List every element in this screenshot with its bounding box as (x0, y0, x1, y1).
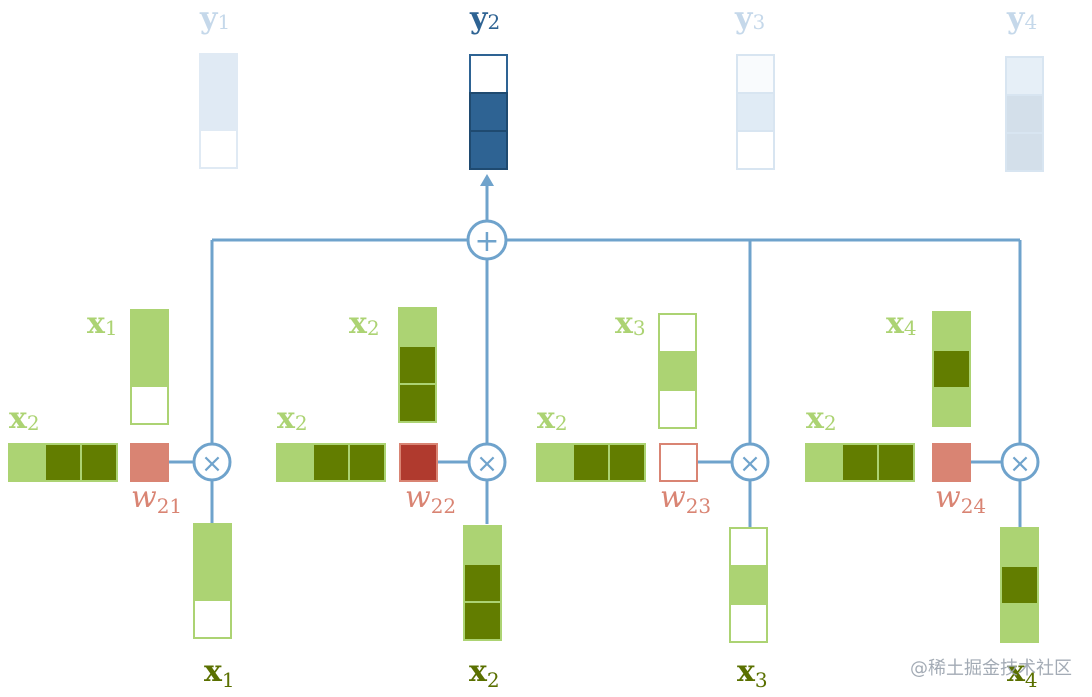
key-label-x2: x2 (349, 306, 380, 341)
input-vector-1 (193, 523, 232, 639)
key-vector-4 (932, 311, 971, 427)
key-vector-2 (398, 307, 437, 423)
weight-box-22 (399, 443, 438, 482)
query-vector-1 (8, 443, 118, 482)
output-label-y1: y1 (199, 1, 230, 36)
weight-box-24 (932, 443, 971, 482)
output-vector-y1 (199, 53, 238, 169)
weight-box-21 (130, 443, 169, 482)
key-label-x1: x1 (87, 306, 118, 341)
times-icon: × (739, 449, 761, 479)
output-vector-y3 (736, 54, 775, 170)
input-label-x3: x3 (737, 654, 768, 692)
output-label-y4: y4 (1006, 1, 1037, 36)
weight-label-21: w21 (131, 480, 182, 518)
sum-node: + (466, 219, 508, 261)
times-icon: × (476, 449, 498, 479)
connector-lines (168, 184, 1022, 528)
multiply-node-3: × (730, 442, 770, 482)
watermark: @稀土掘金技术社区 (910, 658, 1072, 679)
query-label-1: x2 (9, 401, 40, 436)
up-arrow-head-icon (480, 174, 494, 186)
key-label-x3: x3 (615, 306, 646, 341)
output-vector-y2 (469, 54, 508, 170)
times-icon: × (201, 449, 223, 479)
key-vector-1 (130, 309, 169, 425)
multiply-node-4: × (1000, 442, 1040, 482)
input-vector-4 (1000, 527, 1039, 643)
input-label-x1: x1 (204, 654, 235, 692)
multiply-node-1: × (192, 442, 232, 482)
times-icon: × (1009, 449, 1031, 479)
weight-box-23 (659, 443, 698, 482)
output-label-y2: y2 (469, 1, 500, 36)
output-vector-y4 (1005, 56, 1044, 172)
query-label-4: x2 (806, 401, 837, 436)
query-vector-2 (276, 443, 386, 482)
output-label-y3: y3 (734, 1, 765, 36)
input-vector-2 (463, 525, 502, 641)
input-label-x2: x2 (469, 654, 500, 692)
query-vector-3 (536, 443, 646, 482)
plus-icon: + (474, 224, 499, 259)
weight-label-23: w23 (660, 480, 711, 518)
multiply-node-2: × (467, 442, 507, 482)
weight-label-24: w24 (935, 480, 986, 518)
weight-label-22: w22 (405, 480, 456, 518)
input-label-x4: x4 (1007, 654, 1038, 692)
query-label-3: x2 (537, 401, 568, 436)
key-vector-3 (658, 313, 697, 429)
query-label-2: x2 (277, 401, 308, 436)
query-vector-4 (805, 443, 915, 482)
key-label-x4: x4 (886, 306, 917, 341)
input-vector-3 (729, 527, 768, 643)
